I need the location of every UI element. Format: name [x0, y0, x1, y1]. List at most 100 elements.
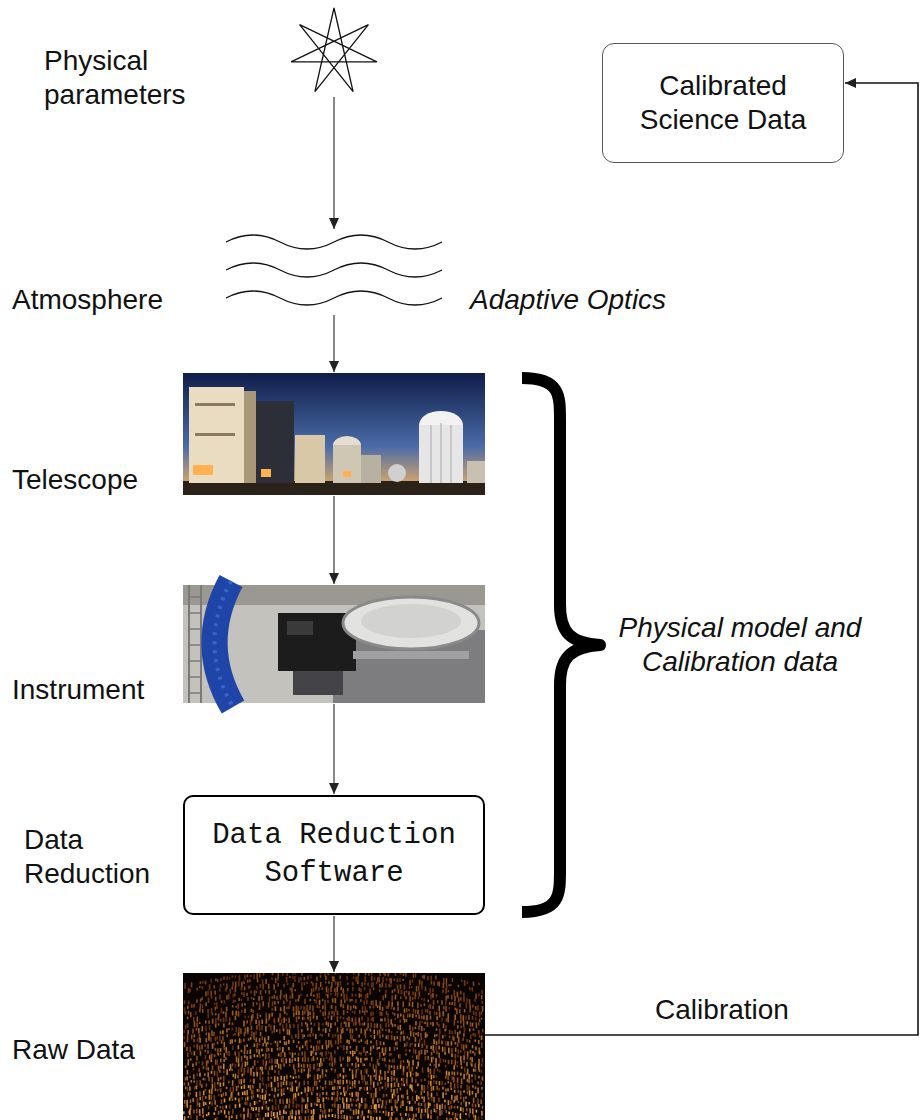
spectrum-dot — [449, 1036, 451, 1039]
spectrum-dot — [316, 1016, 318, 1020]
spectrum-dot — [217, 1041, 219, 1044]
spectrum-dot — [325, 1086, 327, 1088]
spectrum-dot — [355, 1063, 357, 1068]
spectrum-dot — [253, 1032, 255, 1038]
spectrum-dot — [215, 1013, 217, 1015]
spectrum-dot — [435, 1058, 437, 1062]
spectrum-dot — [403, 973, 405, 976]
spectrum-dot — [275, 978, 277, 983]
spectrum-dot — [348, 1040, 350, 1044]
spectrum-dot — [394, 1036, 396, 1040]
spectrum-dot — [221, 1099, 223, 1104]
spectrum-dot — [412, 1060, 414, 1066]
spectrum-dot — [318, 1046, 320, 1050]
spectrum-dot — [376, 982, 378, 984]
spectrum-dot — [283, 1029, 285, 1032]
spectrum-dot — [480, 1081, 482, 1085]
spectrum-dot — [262, 1001, 264, 1006]
spectrum-dot — [188, 1011, 190, 1014]
spectrum-dot — [205, 1038, 207, 1042]
spectrum-dot — [310, 975, 312, 978]
spectrum-dot — [317, 1087, 319, 1090]
spectrum-dot — [245, 1097, 247, 1101]
spectrum-dot — [265, 1054, 267, 1060]
spectrum-dot — [437, 1069, 439, 1072]
spectrum-dot — [268, 984, 270, 989]
spectrum-dot — [380, 1082, 382, 1084]
spectrum-dot — [367, 1023, 369, 1028]
spectrum-dot — [391, 1089, 393, 1093]
spectrum-dot — [207, 1072, 209, 1077]
spectrum-dot — [309, 1012, 311, 1015]
spectrum-dot — [201, 997, 203, 1000]
spectrum-dot — [475, 1086, 477, 1089]
spectrum-dot — [455, 1060, 457, 1066]
spectrum-dot — [346, 1080, 348, 1084]
spectrum-dot — [206, 1083, 208, 1086]
spectrum-dot — [231, 1069, 233, 1071]
spectrum-dot — [396, 1078, 398, 1083]
spectrum-dot — [376, 1110, 378, 1113]
spectrum-dot — [415, 1091, 417, 1094]
spectrum-dot — [205, 1044, 207, 1047]
spectrum-dot — [235, 1098, 237, 1101]
spectrum-dot — [189, 1086, 191, 1090]
spectrum-dot — [355, 977, 357, 982]
spectrum-dot — [406, 1042, 408, 1046]
spectrum-dot — [207, 1060, 209, 1063]
spectrum-dot — [428, 1074, 430, 1078]
spectrum-dot — [243, 1039, 245, 1042]
spectrum-dot — [243, 1021, 245, 1027]
spectrum-dot — [394, 979, 396, 981]
spectrum-dot — [395, 995, 397, 1000]
spectrum-dot — [199, 1103, 201, 1108]
spectrum-dot — [196, 1056, 198, 1061]
spectrum-dot — [284, 1076, 286, 1081]
spectrum-dot — [286, 977, 288, 982]
spectrum-dot — [386, 1035, 388, 1039]
spectrum-dot — [397, 1095, 399, 1101]
spectrum-dot — [433, 1097, 435, 1103]
spectrum-dot — [208, 998, 210, 1003]
spectrum-dot — [296, 1011, 298, 1015]
spectrum-dot — [361, 1016, 363, 1020]
spectrum-dot — [404, 1019, 406, 1023]
spectrum-dot — [320, 1086, 322, 1089]
spectrum-dot — [362, 1023, 364, 1025]
spectrum-dot — [216, 1002, 218, 1008]
spectrum-dot — [302, 1045, 304, 1048]
spectrum-dot — [366, 1087, 368, 1091]
spectrum-dot — [348, 1022, 350, 1027]
spectrum-dot — [459, 1009, 461, 1013]
spectrum-dot — [368, 1075, 370, 1077]
spectrum-dot — [379, 1006, 381, 1010]
spectrum-dot — [443, 1006, 445, 1009]
spectrum-dot — [419, 980, 421, 985]
spectrum-dot — [223, 1018, 225, 1022]
spectrum-dot — [421, 1085, 423, 1091]
spectrum-dot — [410, 1071, 412, 1076]
spectrum-dot — [416, 1108, 418, 1111]
spectrum-dot — [482, 1029, 484, 1032]
spectrum-dot — [427, 1022, 429, 1027]
spectrum-dot — [319, 1093, 321, 1098]
spectrum-dot — [266, 1084, 268, 1089]
spectrum-dot — [335, 998, 337, 1003]
spectrum-dot — [252, 1014, 254, 1018]
spectrum-dot — [187, 1017, 189, 1019]
spectrum-dot — [451, 1031, 453, 1034]
spectrum-dot — [381, 1077, 383, 1080]
spectrum-dot — [402, 979, 404, 981]
spectrum-dot — [478, 1030, 480, 1034]
spectrum-dot — [366, 1058, 368, 1061]
spectrum-dot — [231, 1092, 233, 1098]
spectrum-dot — [340, 1073, 342, 1076]
spectrum-dot — [365, 973, 367, 975]
spectrum-dot — [212, 1065, 214, 1070]
spectrum-dot — [384, 973, 386, 976]
spectrum-dot — [352, 1074, 354, 1079]
spectrum-dot — [271, 1013, 273, 1017]
spectrum-dot — [256, 1101, 258, 1103]
spectrum-dot — [214, 1007, 216, 1011]
spectrum-dot — [208, 1037, 210, 1041]
